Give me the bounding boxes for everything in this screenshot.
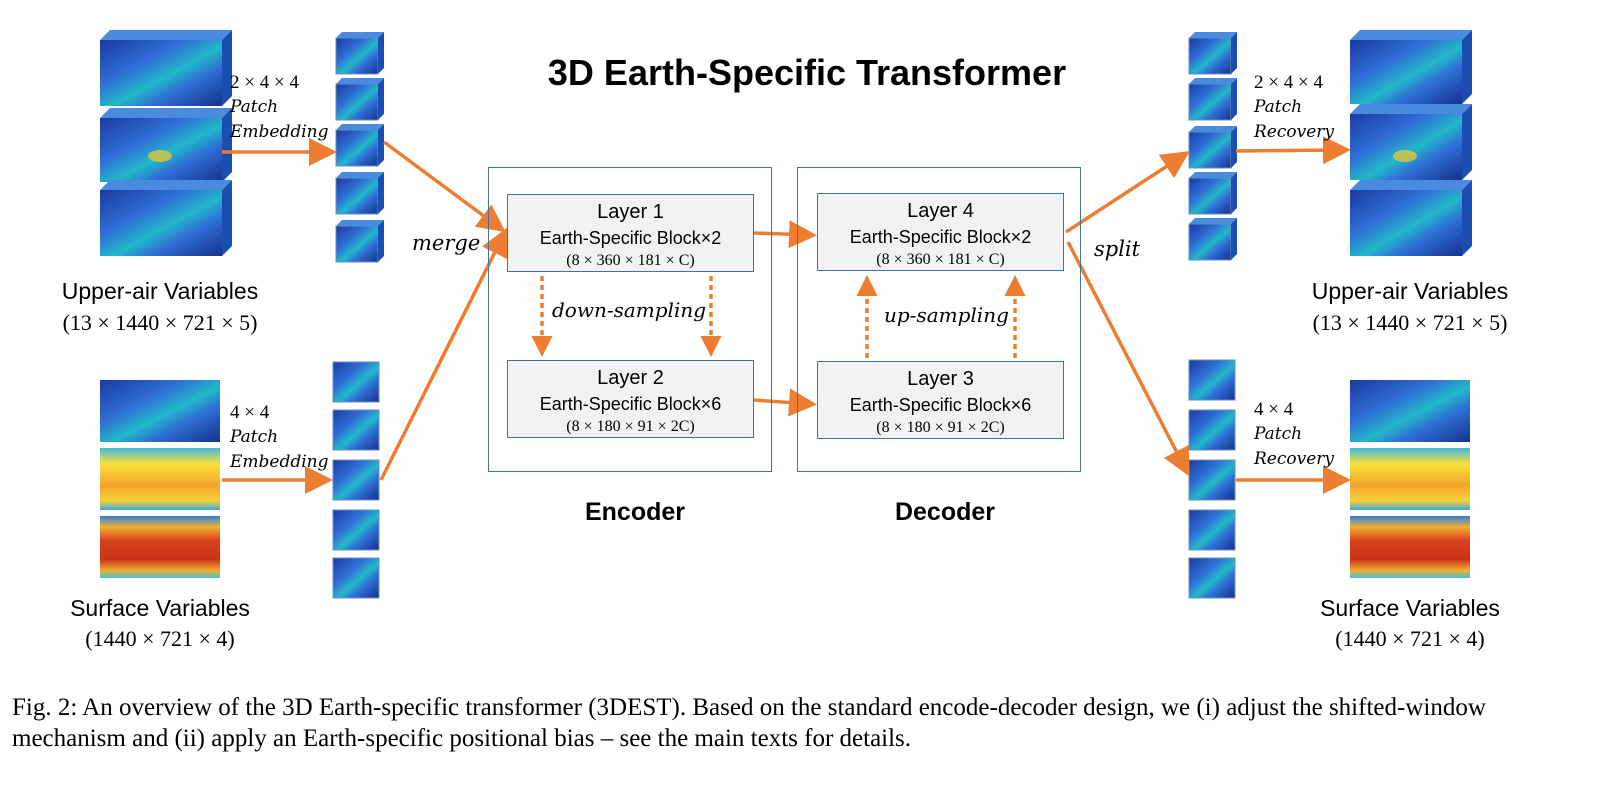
output-surface-tokens [1188, 359, 1236, 599]
arrow-merge-upper [382, 140, 506, 233]
input-upper-tokens [335, 32, 384, 263]
output-upper-patch-word: Patch [1254, 97, 1303, 117]
diagram-title: 3D Earth-Specific Transformer [547, 52, 1067, 93]
encoder-box [488, 167, 772, 472]
sampling-arrows [531, 275, 1026, 358]
decoder-layer-4: Layer 4 Earth-Specific Block×2 (8 × 360 … [817, 193, 1064, 271]
input-upper-cube-3 [100, 180, 232, 256]
input-upper-cube-2 [100, 108, 232, 182]
encoder-label: Encoder [584, 498, 686, 526]
layer-name: Layer 4 [907, 200, 974, 222]
arrow-merge-surface [379, 227, 508, 481]
input-surface-label: Surface Variables [70, 595, 250, 621]
input-surface-patch-embedding-label: 4 × 4 Patch Embedding [230, 400, 329, 475]
output-upper-patch-size: 2 × 4 × 4 [1254, 72, 1323, 93]
input-upper-patch-word: Patch [230, 97, 279, 117]
input-surface-dims: (1440 × 721 × 4) [85, 626, 235, 651]
decoder-layer-3: Layer 3 Earth-Specific Block×6 (8 × 180 … [817, 361, 1064, 439]
up-sampling-label: up-sampling [884, 303, 1009, 327]
output-upper-tokens [1188, 32, 1237, 261]
output-surface-patch-recovery-label: 4 × 4 Patch Recovery [1254, 397, 1334, 472]
input-surface-patch-size: 4 × 4 [230, 402, 270, 423]
layer-name: Layer 2 [597, 367, 664, 389]
input-surface-map-2 [100, 448, 220, 510]
input-surface-map-1 [100, 380, 220, 442]
layer-block: Earth-Specific Block×2 [849, 227, 1032, 247]
input-surface-tokens [332, 361, 380, 599]
decoder-label: Decoder [894, 498, 996, 526]
arrow-split-surface [1066, 241, 1190, 477]
input-upper-embedding-word: Embedding [230, 122, 329, 142]
input-upper-cube-1 [100, 30, 232, 106]
encoder-layer-1: Layer 1 Earth-Specific Block×2 (8 × 360 … [507, 194, 754, 272]
input-surface-embedding-word: Embedding [230, 452, 329, 472]
encoder-layer-2: Layer 2 Earth-Specific Block×6 (8 × 180 … [507, 360, 754, 438]
layer-block: Earth-Specific Block×6 [539, 394, 722, 414]
layer-dims: (8 × 360 × 181 × C) [566, 252, 695, 269]
output-upper-patch-recovery-label: 2 × 4 × 4 Patch Recovery [1254, 70, 1334, 145]
input-upper-patch-embedding-label: 2 × 4 × 4 Patch Embedding [230, 70, 329, 145]
arrow-upper-recovery [1235, 136, 1351, 165]
layer-block: Earth-Specific Block×6 [849, 395, 1032, 415]
output-upper-air-cubes [1350, 30, 1472, 256]
output-upper-dims: (13 × 1440 × 721 × 5) [1312, 310, 1508, 335]
input-surface-map-3 [100, 516, 220, 578]
output-surface-patch-word: Patch [1254, 424, 1303, 444]
down-sampling-label: down-sampling [552, 298, 707, 322]
layer-dims: (8 × 360 × 181 × C) [876, 251, 1005, 268]
arrow-split-upper [1065, 151, 1190, 234]
layer-dims: (8 × 180 × 91 × 2C) [876, 419, 1005, 436]
arrow-layer1-layer4 [753, 220, 817, 249]
input-upper-patch-size: 2 × 4 × 4 [230, 72, 299, 93]
output-surface-label: Surface Variables [1320, 595, 1500, 621]
output-upper-label: Upper-air Variables [1311, 278, 1509, 304]
decoder-box [797, 167, 1081, 472]
layer-name: Layer 3 [907, 368, 974, 390]
input-surface-patch-word: Patch [230, 427, 279, 447]
split-label: split [1094, 237, 1141, 261]
input-upper-air-cubes [100, 30, 232, 256]
layer-name: Layer 1 [597, 201, 664, 223]
merge-label: merge [412, 231, 481, 255]
layer-dims: (8 × 180 × 91 × 2C) [566, 418, 695, 435]
arrow-layer2-layer3 [753, 388, 817, 417]
flow-arrows [222, 136, 1351, 494]
output-surface-maps [1350, 380, 1470, 578]
output-upper-recovery-word: Recovery [1254, 122, 1335, 142]
output-surface-recovery-word: Recovery [1254, 449, 1335, 469]
figure-caption: Fig. 2: An overview of the 3D Earth-spec… [12, 694, 1486, 752]
output-surface-dims: (1440 × 721 × 4) [1335, 626, 1485, 651]
input-surface-maps [100, 380, 220, 578]
input-upper-dims: (13 × 1440 × 721 × 5) [62, 310, 258, 335]
input-upper-label: Upper-air Variables [61, 278, 259, 304]
output-surface-patch-size: 4 × 4 [1254, 399, 1294, 420]
layer-block: Earth-Specific Block×2 [539, 228, 722, 248]
